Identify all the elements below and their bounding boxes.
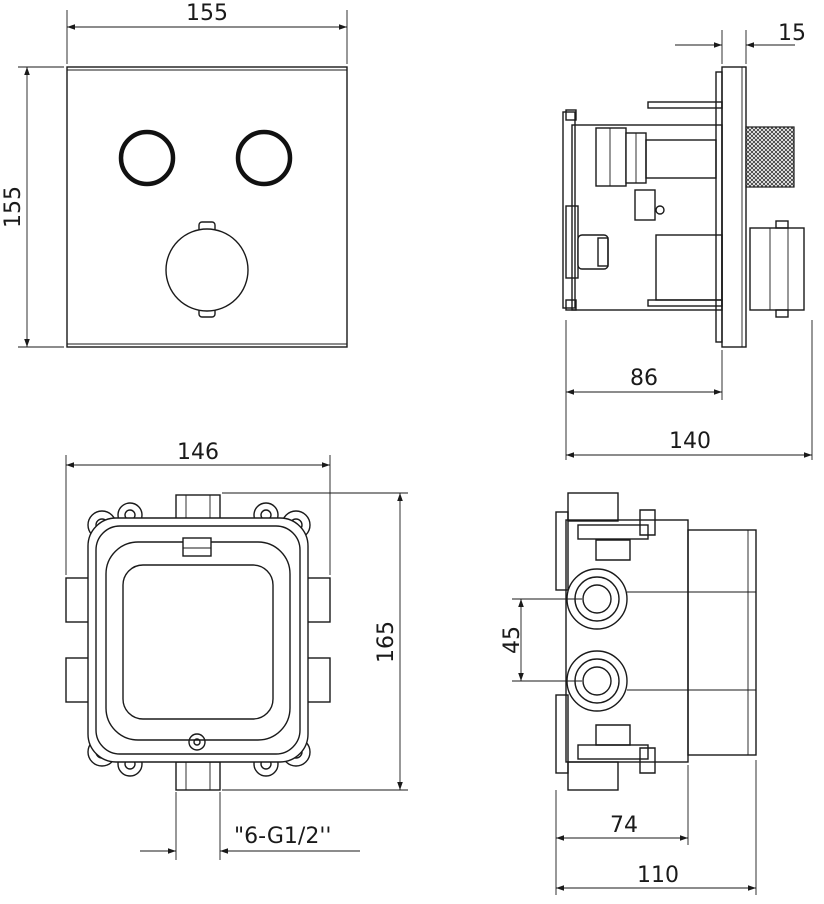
dim-box-width: 146 [177, 440, 219, 465]
box-side-view: 45 74 110 [500, 492, 757, 895]
push-button-right [235, 129, 293, 187]
dim-plate-thickness: 15 [778, 21, 806, 46]
dim-box-height: 165 [374, 621, 399, 663]
thermostat-knob [165, 228, 249, 312]
dim-box-total-depth: 110 [637, 863, 679, 888]
dim-body-depth: 86 [630, 366, 658, 391]
dim-port-spacing: 45 [500, 626, 525, 654]
front-view: 155 155 [1, 1, 348, 348]
push-button-left [118, 129, 176, 187]
cover-plate [66, 66, 348, 348]
side-view: 15 86 140 [562, 21, 813, 460]
dim-front-width: 155 [186, 1, 228, 26]
dim-box-body-depth: 74 [610, 813, 638, 838]
dim-total-depth: 140 [669, 429, 711, 454]
dim-front-height: 155 [1, 186, 26, 228]
dim-thread-spec: "6-G1/2'' [234, 824, 331, 849]
box-front-view: 146 165 "6-G1/2'' [65, 440, 408, 860]
